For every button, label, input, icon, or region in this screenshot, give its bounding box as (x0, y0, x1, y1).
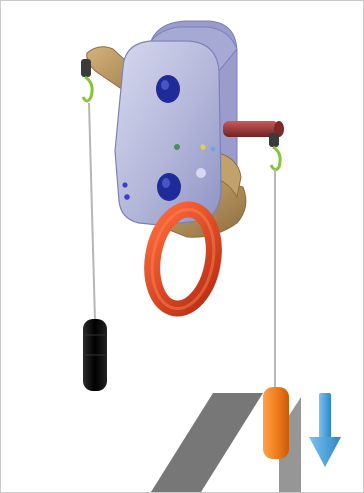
left-cord (89, 103, 95, 321)
right-weight (263, 387, 289, 459)
watermark-stripe-left (151, 393, 263, 492)
left-hook (81, 59, 92, 101)
lower-bolt (157, 173, 181, 201)
down-arrow-icon (309, 393, 341, 467)
left-weight (83, 319, 107, 391)
right-hook (269, 133, 280, 170)
upper-bolt (156, 75, 180, 103)
